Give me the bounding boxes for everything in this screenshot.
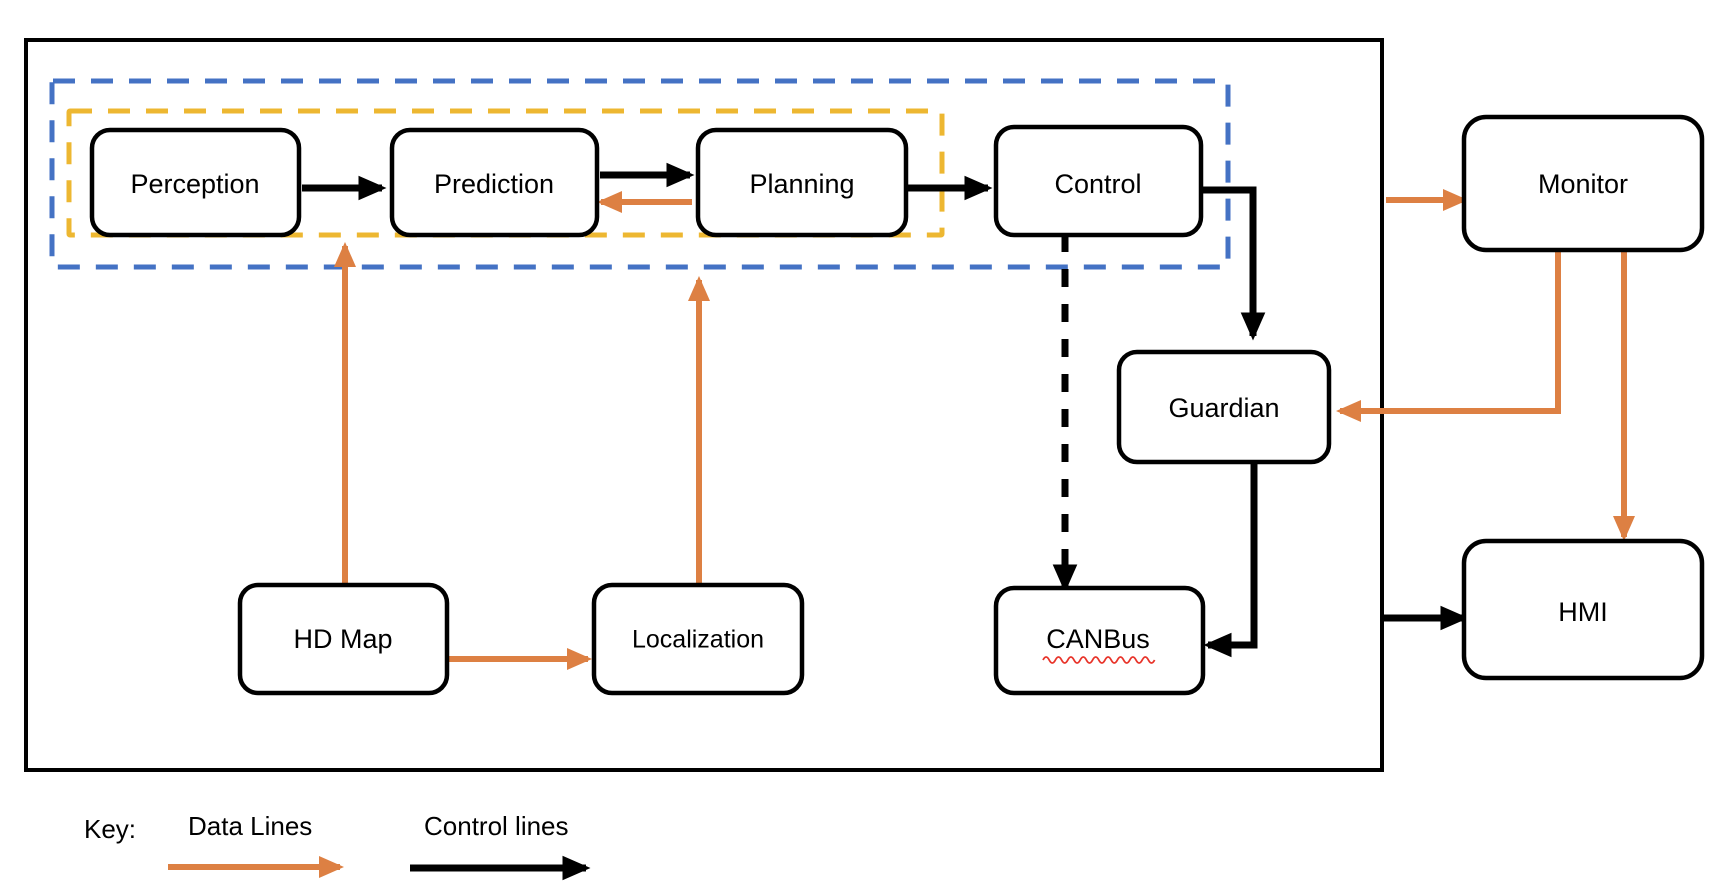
group-blue-boundary [49, 78, 1231, 270]
node-prediction[interactable]: Prediction [389, 127, 600, 238]
key-control-lines-label: Control lines [424, 811, 569, 841]
node-hdmap-label: HD Map [293, 624, 392, 654]
node-guardian[interactable]: Guardian [1116, 349, 1332, 465]
node-localization-label: Localization [632, 626, 764, 654]
key-data-lines-label: Data Lines [188, 811, 312, 841]
node-canbus[interactable]: CANBus [993, 585, 1206, 696]
node-hdmap[interactable]: HD Map [237, 582, 450, 696]
node-monitor[interactable]: Monitor [1461, 114, 1705, 253]
node-planning-label: Planning [749, 169, 854, 199]
node-hmi-label: HMI [1558, 597, 1608, 627]
node-localization[interactable]: Localization [591, 582, 805, 696]
node-prediction-label: Prediction [434, 169, 554, 199]
node-control-label: Control [1054, 169, 1141, 199]
node-monitor-label: Monitor [1538, 169, 1628, 199]
edge-monitor-to-guardian [1335, 250, 1561, 423]
spellcheck-underline [1042, 656, 1156, 664]
node-perception-label: Perception [130, 169, 259, 199]
group-yellow-boundary [66, 108, 945, 238]
system-boundary [24, 38, 1384, 772]
key-label: Key: [84, 814, 136, 844]
edge-control-to-guardian [1198, 186, 1266, 341]
node-control[interactable]: Control [993, 124, 1204, 238]
node-planning[interactable]: Planning [695, 127, 909, 238]
node-hmi[interactable]: HMI [1461, 538, 1705, 681]
edge-guardian-to-canbus [1203, 460, 1258, 658]
node-perception[interactable]: Perception [89, 127, 302, 238]
node-canbus-label: CANBus [1046, 624, 1150, 654]
node-guardian-label: Guardian [1168, 393, 1279, 423]
